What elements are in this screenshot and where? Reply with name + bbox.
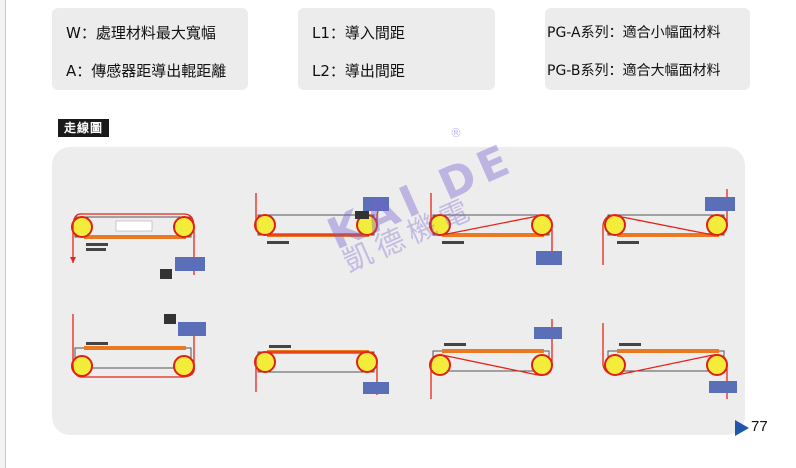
legend-sensor-distance: A：傳感器距導出輥距離 bbox=[66, 62, 227, 80]
watermark-registered: ® bbox=[450, 126, 462, 140]
route-4-diagram bbox=[602, 189, 735, 265]
route-2-diagram bbox=[254, 193, 389, 244]
legend-l2: L2：導出間距 bbox=[312, 62, 405, 80]
page-number-marker: 77 bbox=[735, 418, 775, 438]
route-3-diagram bbox=[429, 193, 562, 265]
route-5-diagram bbox=[71, 314, 206, 378]
belt bbox=[84, 235, 186, 239]
legend-width: W：處理材料最大寬幅 bbox=[66, 24, 216, 42]
legend-l1: L1：導入間距 bbox=[312, 24, 405, 42]
legend-box-series: PG-A系列：適合小幅面材料 PG-B系列：適合大幅面材料 bbox=[545, 8, 750, 90]
route-1-diagram bbox=[70, 213, 205, 279]
legend-pg-a: PG-A系列：適合小幅面材料 bbox=[547, 25, 721, 41]
route-6-diagram bbox=[254, 345, 389, 395]
page-number: 77 bbox=[751, 418, 768, 435]
page-left-edge bbox=[0, 0, 6, 468]
section-tag-routing: 走線圖 bbox=[58, 119, 110, 137]
legend-box-width: W：處理材料最大寬幅 A：傳感器距導出輥距離 bbox=[52, 8, 248, 90]
page-arrow-icon bbox=[735, 420, 749, 436]
route-7-diagram bbox=[429, 319, 562, 399]
routing-diagram-panel bbox=[52, 147, 745, 435]
legend-box-spacing: L1：導入間距 L2：導出間距 bbox=[298, 8, 495, 90]
route-8-diagram bbox=[602, 323, 737, 399]
legend-pg-b: PG-B系列：適合大幅面材料 bbox=[547, 63, 721, 79]
